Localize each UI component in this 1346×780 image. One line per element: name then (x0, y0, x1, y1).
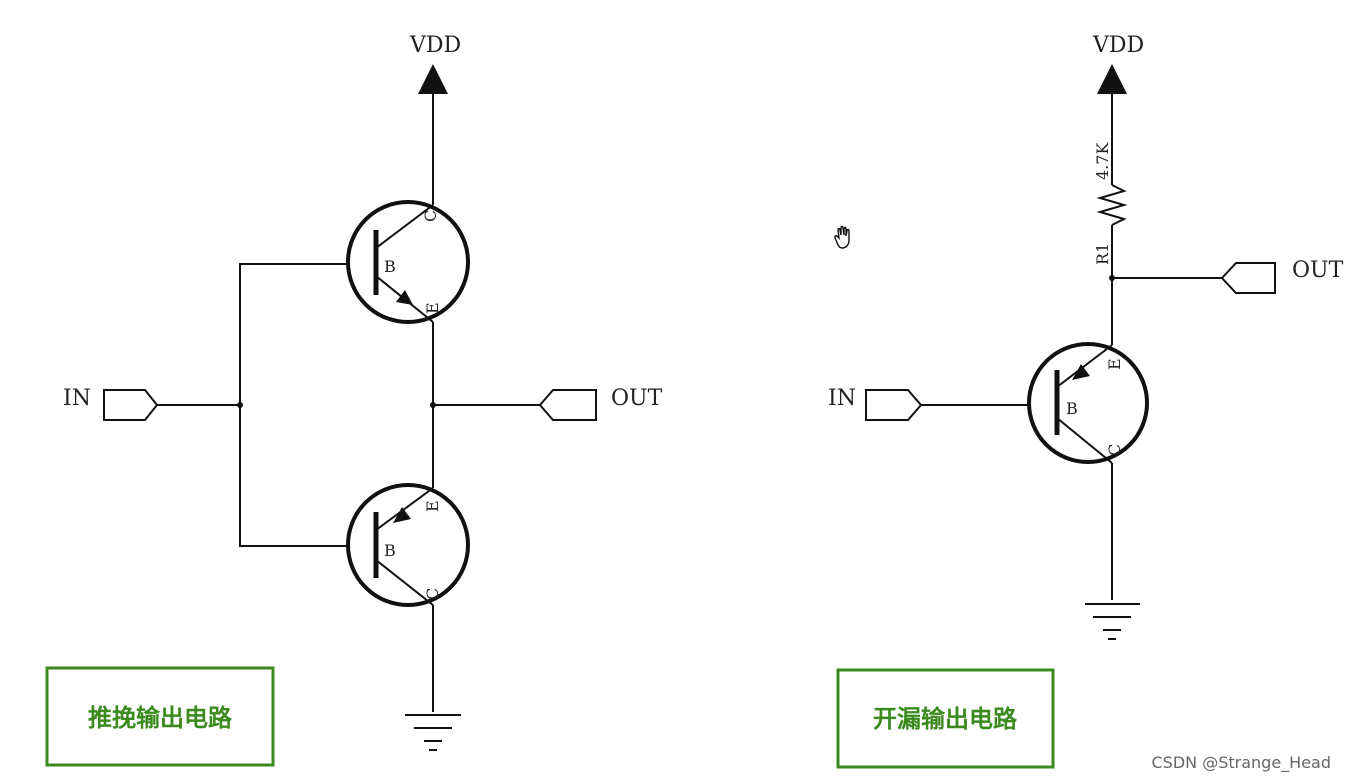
od-collector-label: C (1105, 444, 1124, 456)
od-vdd-label: VDD (1092, 33, 1144, 58)
push-pull-circuit: VDD B C E B E C (45, 33, 663, 767)
pp-bottom-emitter-arrow-icon (393, 507, 411, 523)
hand-cursor-icon (834, 225, 850, 249)
pp-bottom-collector-label: C (423, 588, 442, 600)
od-in-port (865, 389, 923, 421)
pp-base-bus-wire (239, 263, 348, 547)
od-resistor-value: 4.7K (1093, 142, 1112, 180)
od-in-label: IN (828, 386, 856, 411)
pp-bottom-base-label: B (384, 541, 396, 560)
pp-out-label: OUT (611, 386, 663, 411)
od-emitter-lead (1056, 344, 1113, 388)
pp-top-base-label: B (384, 257, 396, 276)
od-resistor-icon (1096, 184, 1128, 226)
od-emitter-arrow-icon (1072, 364, 1090, 380)
pp-top-transistor: B C E (346, 200, 470, 324)
watermark: CSDN @Strange_Head (1152, 753, 1332, 773)
od-base-label: B (1066, 399, 1078, 418)
pp-bottom-emitter-lead (375, 487, 434, 531)
pp-bottom-transistor: B E C (346, 483, 470, 607)
od-transistor: B E C (1027, 342, 1149, 464)
od-out-label: OUT (1292, 258, 1344, 283)
pp-bottom-collector-lead (375, 559, 434, 606)
od-vdd-arrow-icon (1097, 64, 1127, 94)
pp-ground-icon (405, 714, 461, 751)
pp-out-port (538, 389, 597, 421)
pp-in-port (103, 389, 159, 421)
od-ground-icon (1085, 603, 1140, 640)
od-out-port (1220, 262, 1276, 294)
pp-caption-box (45, 666, 275, 767)
pp-vdd-arrow-icon (418, 64, 448, 94)
pp-top-collector-label: C (421, 210, 440, 222)
pp-in-label: IN (63, 386, 91, 411)
pp-top-emitter-arrow-icon (396, 290, 413, 305)
pp-top-transistor-body (346, 200, 470, 324)
pp-top-emitter-label: E (423, 302, 442, 314)
pp-caption: 推挽输出电路 (88, 704, 233, 732)
od-emitter-label: E (1105, 358, 1124, 370)
pp-bottom-emitter-label: E (423, 500, 442, 512)
od-caption: 开漏输出电路 (873, 705, 1018, 733)
od-transistor-body (1027, 342, 1149, 464)
od-resistor-name: R1 (1093, 243, 1112, 265)
od-caption-box (836, 668, 1055, 769)
pp-bottom-transistor-body (346, 483, 470, 607)
pp-top-collector-lead (375, 204, 434, 249)
pp-vdd-label: VDD (409, 33, 461, 58)
od-collector-lead (1056, 417, 1113, 464)
open-drain-circuit: VDD 4.7K R1 OUT B E C IN (828, 33, 1344, 769)
